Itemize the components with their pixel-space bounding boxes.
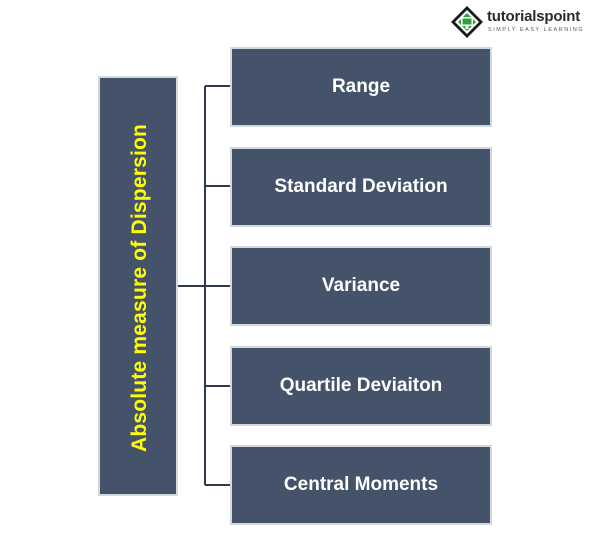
node-central-moments: Central Moments — [230, 445, 492, 525]
logo-tagline: SIMPLY EASY LEARNING — [488, 27, 585, 33]
node-range: Range — [230, 47, 492, 127]
node-quartile-deviation: Quartile Deviaiton — [230, 346, 492, 426]
root-node-label: Absolute measure of Dispersion — [128, 123, 151, 453]
root-node: Absolute measure of Dispersion — [98, 76, 178, 496]
node-variance: Variance — [230, 246, 492, 326]
logo-wordmark: tutorialspoint — [487, 8, 581, 25]
logo-mark-icon — [451, 6, 483, 38]
node-standard-deviation: Standard Deviation — [230, 147, 492, 227]
tutorialspoint-logo: tutorialspoint SIMPLY EASY LEARNING — [450, 3, 590, 41]
